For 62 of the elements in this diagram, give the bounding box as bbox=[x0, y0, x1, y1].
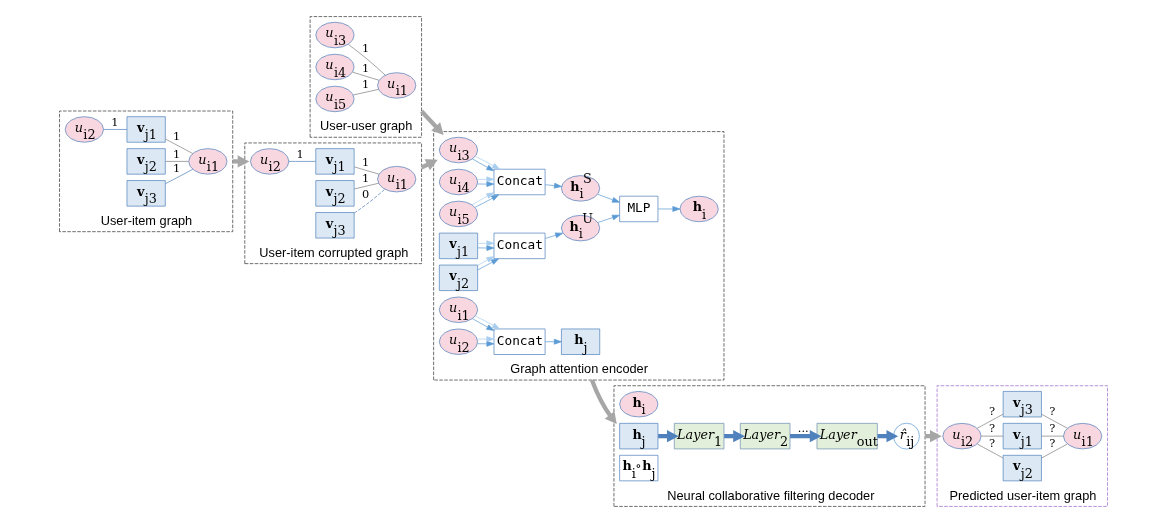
node-box: Concat bbox=[493, 328, 545, 355]
arrow bbox=[471, 318, 494, 331]
arrow bbox=[476, 181, 494, 187]
arrow bbox=[476, 245, 494, 251]
edge-label: 1 bbox=[361, 40, 369, 55]
connector bbox=[1040, 435, 1064, 437]
arrow bbox=[544, 182, 562, 189]
connector bbox=[164, 161, 189, 162]
arrow bbox=[476, 336, 494, 342]
arrow bbox=[471, 192, 494, 206]
connector bbox=[353, 189, 385, 214]
node-box: MLP bbox=[618, 195, 658, 223]
arrow bbox=[657, 206, 680, 212]
edge-label: ? bbox=[1048, 421, 1055, 436]
arrow bbox=[471, 158, 494, 172]
edge-label: 1 bbox=[361, 170, 369, 185]
connector bbox=[1040, 413, 1068, 429]
edge-label: ? bbox=[1048, 436, 1055, 451]
edge-label: 1 bbox=[172, 146, 180, 161]
edge-label: ? bbox=[1048, 404, 1055, 419]
edge-label: ... bbox=[797, 421, 809, 436]
connector bbox=[103, 129, 127, 130]
connector bbox=[164, 168, 193, 185]
connector bbox=[351, 71, 379, 81]
edge-label: 1 bbox=[172, 160, 180, 175]
arrow bbox=[476, 240, 494, 247]
connector bbox=[288, 161, 316, 162]
connector bbox=[353, 166, 379, 175]
node-box: Concat bbox=[493, 168, 545, 196]
connector bbox=[976, 413, 1003, 429]
edge-label: ? bbox=[988, 436, 995, 451]
arrow bbox=[596, 194, 620, 203]
arrow bbox=[476, 341, 494, 347]
edge-label: 1 bbox=[296, 146, 304, 161]
connector bbox=[353, 182, 379, 190]
arrow bbox=[419, 109, 444, 135]
edge-label: ? bbox=[988, 421, 995, 436]
arrow bbox=[476, 258, 499, 271]
arrow bbox=[789, 430, 821, 443]
connector bbox=[976, 443, 1003, 459]
arrow bbox=[474, 156, 500, 170]
connector bbox=[980, 435, 1003, 437]
edge-label: 1 bbox=[361, 77, 369, 92]
edge-label: 1 bbox=[361, 60, 369, 75]
edge-label: 1 bbox=[172, 128, 180, 143]
arrow bbox=[476, 256, 494, 266]
connector bbox=[352, 89, 379, 96]
edge-label: 1 bbox=[361, 155, 369, 170]
arrow bbox=[544, 232, 563, 239]
connector bbox=[164, 138, 193, 154]
connector bbox=[1040, 443, 1068, 459]
arrow bbox=[474, 194, 499, 208]
arrow bbox=[474, 315, 500, 330]
edge-label: 0 bbox=[361, 187, 369, 202]
arrow bbox=[544, 338, 562, 345]
arrow bbox=[589, 379, 617, 425]
arrow bbox=[476, 176, 494, 183]
connector bbox=[347, 44, 386, 76]
arrow bbox=[597, 214, 620, 223]
edge-label: ? bbox=[988, 404, 995, 419]
node-box: Concat bbox=[493, 232, 545, 259]
edge-label: 1 bbox=[110, 114, 119, 129]
